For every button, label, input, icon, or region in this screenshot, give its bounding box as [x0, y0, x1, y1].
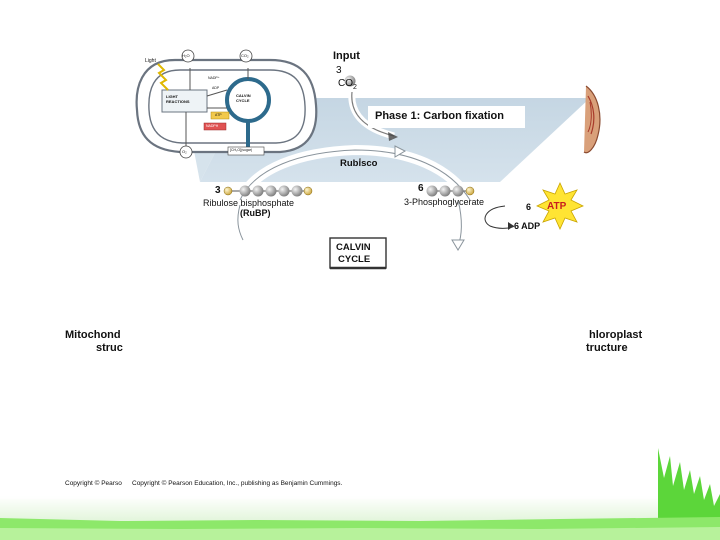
- atp-label: ATP: [547, 201, 567, 212]
- rubisco-label: Rubisco: [340, 158, 378, 169]
- atp-star: [536, 182, 584, 230]
- calvin-label-1: CALVIN: [336, 242, 371, 253]
- co2-label: CO2: [338, 78, 357, 91]
- copyright-left: Copyright © Pearso: [65, 480, 122, 487]
- copyright-main: Copyright © Pearson Education, Inc., pub…: [132, 480, 343, 487]
- rubp-count: 3: [215, 185, 221, 196]
- co2-count: 3: [336, 65, 342, 76]
- rubp-abbrev: (RuBP): [240, 208, 271, 218]
- light-reactions-box: [161, 89, 208, 113]
- adp-label: 6 ADP: [514, 221, 541, 231]
- atp-small-label: ATP: [215, 113, 222, 117]
- chloroplast-caption-2: tructure: [586, 342, 628, 354]
- calvin-cycle-small-label: CALVIN CYCLE: [236, 93, 251, 103]
- o2-label: O₂: [182, 149, 187, 154]
- calvin-label-2: CYCLE: [338, 254, 371, 265]
- nadph-label: NADPH: [206, 124, 219, 128]
- input-label: Input: [333, 50, 360, 62]
- calvin-cycle-box: [329, 237, 387, 269]
- atp-count: 6: [526, 202, 532, 212]
- sugar-label: [CH₂O](sugar): [230, 148, 253, 152]
- mitochondria-caption-2: struc: [96, 342, 123, 354]
- adp-small-label: ADP: [212, 86, 220, 90]
- light-reactions-label: LIGHT REACTIONS: [166, 94, 190, 104]
- inner-membrane: [148, 69, 306, 144]
- light-label: Light: [145, 58, 156, 64]
- co2-small-label: CO₂: [241, 53, 249, 58]
- mitochondria-caption-1: Mitochond: [65, 329, 121, 341]
- h2o-label: H₂O: [182, 53, 190, 58]
- rubp-name: Ribulose bisphosphate: [203, 198, 295, 208]
- nadp-label: NADP⁺: [208, 76, 220, 80]
- pga-count: 6: [418, 183, 424, 194]
- chloroplast-caption-1: hloroplast: [589, 329, 643, 341]
- phase-title-box: [368, 106, 525, 128]
- phase-title: Phase 1: Carbon fixation: [375, 110, 504, 122]
- pga-name: 3-Phosphoglycerate: [404, 197, 485, 207]
